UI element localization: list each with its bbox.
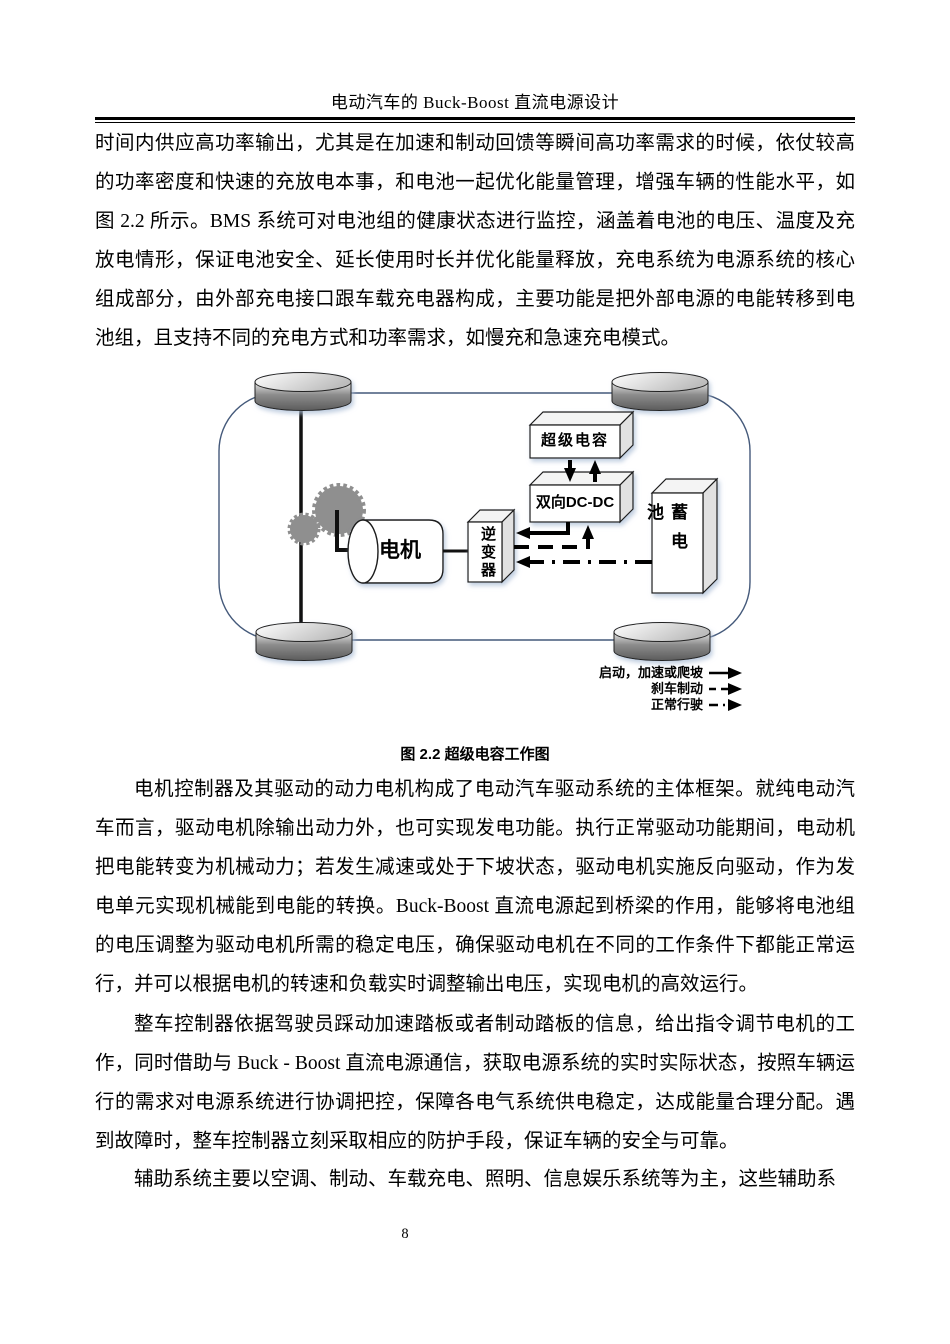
supercapacitor-label: 超级电容 [540,432,609,449]
arrow-inverter-to-dcdc-dashed [514,525,594,549]
legend-arrows [709,667,742,711]
arrow-dcdc-to-inverter [516,522,570,539]
motor-cylinder [347,519,444,584]
wheel-front-right [611,372,709,411]
paragraph-3: 整车控制器依据驾驶员踩动加速踏板或者制动踏板的信息，给出指令调节电机的工作，同时… [95,1014,855,1152]
paragraph-2: 电机控制器及其驱动的动力电机构成了电动汽车驱动系统的主体框架。就纯电动汽车而言，… [95,779,855,995]
legend-item-start-accelerate-climb: 启动，加速或爬坡 [598,665,703,680]
legend-item-braking: 刹车制动 [650,681,703,696]
car-body-outline [218,392,751,641]
legend-item-normal-driving: 正常行驶 [650,697,703,712]
figure-caption: 图 2.2 超级电容工作图 [400,746,550,763]
figure-2-2: 电机 逆变器 双向DC-DC 超级电容 蓄电池 启动，加速或爬坡 刹车制动 正常… [185,362,785,718]
dcdc-label: 双向DC-DC [535,494,615,511]
paragraph-1: 时间内供应高功率输出，尤其是在加速和制动回馈等瞬间高功率需求的时候，依仗较高的功… [95,133,855,349]
inverter-box [466,508,516,584]
wheel-front-left [254,372,352,411]
wheel-rear-left [255,622,353,661]
inverter-label: 逆变器 [479,526,496,580]
battery-label: 蓄电池 [644,503,687,561]
wheel-rear-right [613,622,711,661]
dcdc-box [528,470,635,524]
motor-label: 电机 [379,539,421,562]
page-number: 8 [401,1226,409,1242]
battery-box [650,477,719,595]
header-rule [95,117,855,123]
supercapacitor-box [528,410,635,460]
supercapacitor-diagram [218,372,751,711]
flow-arrows [514,460,652,568]
paragraph-4: 辅助系统主要以空调、制动、车载充电、照明、信息娱乐系统等为主，这些辅助系 [134,1169,837,1190]
page-header-title: 电动汽车的 Buck-Boost 直流电源设计 [330,93,620,112]
